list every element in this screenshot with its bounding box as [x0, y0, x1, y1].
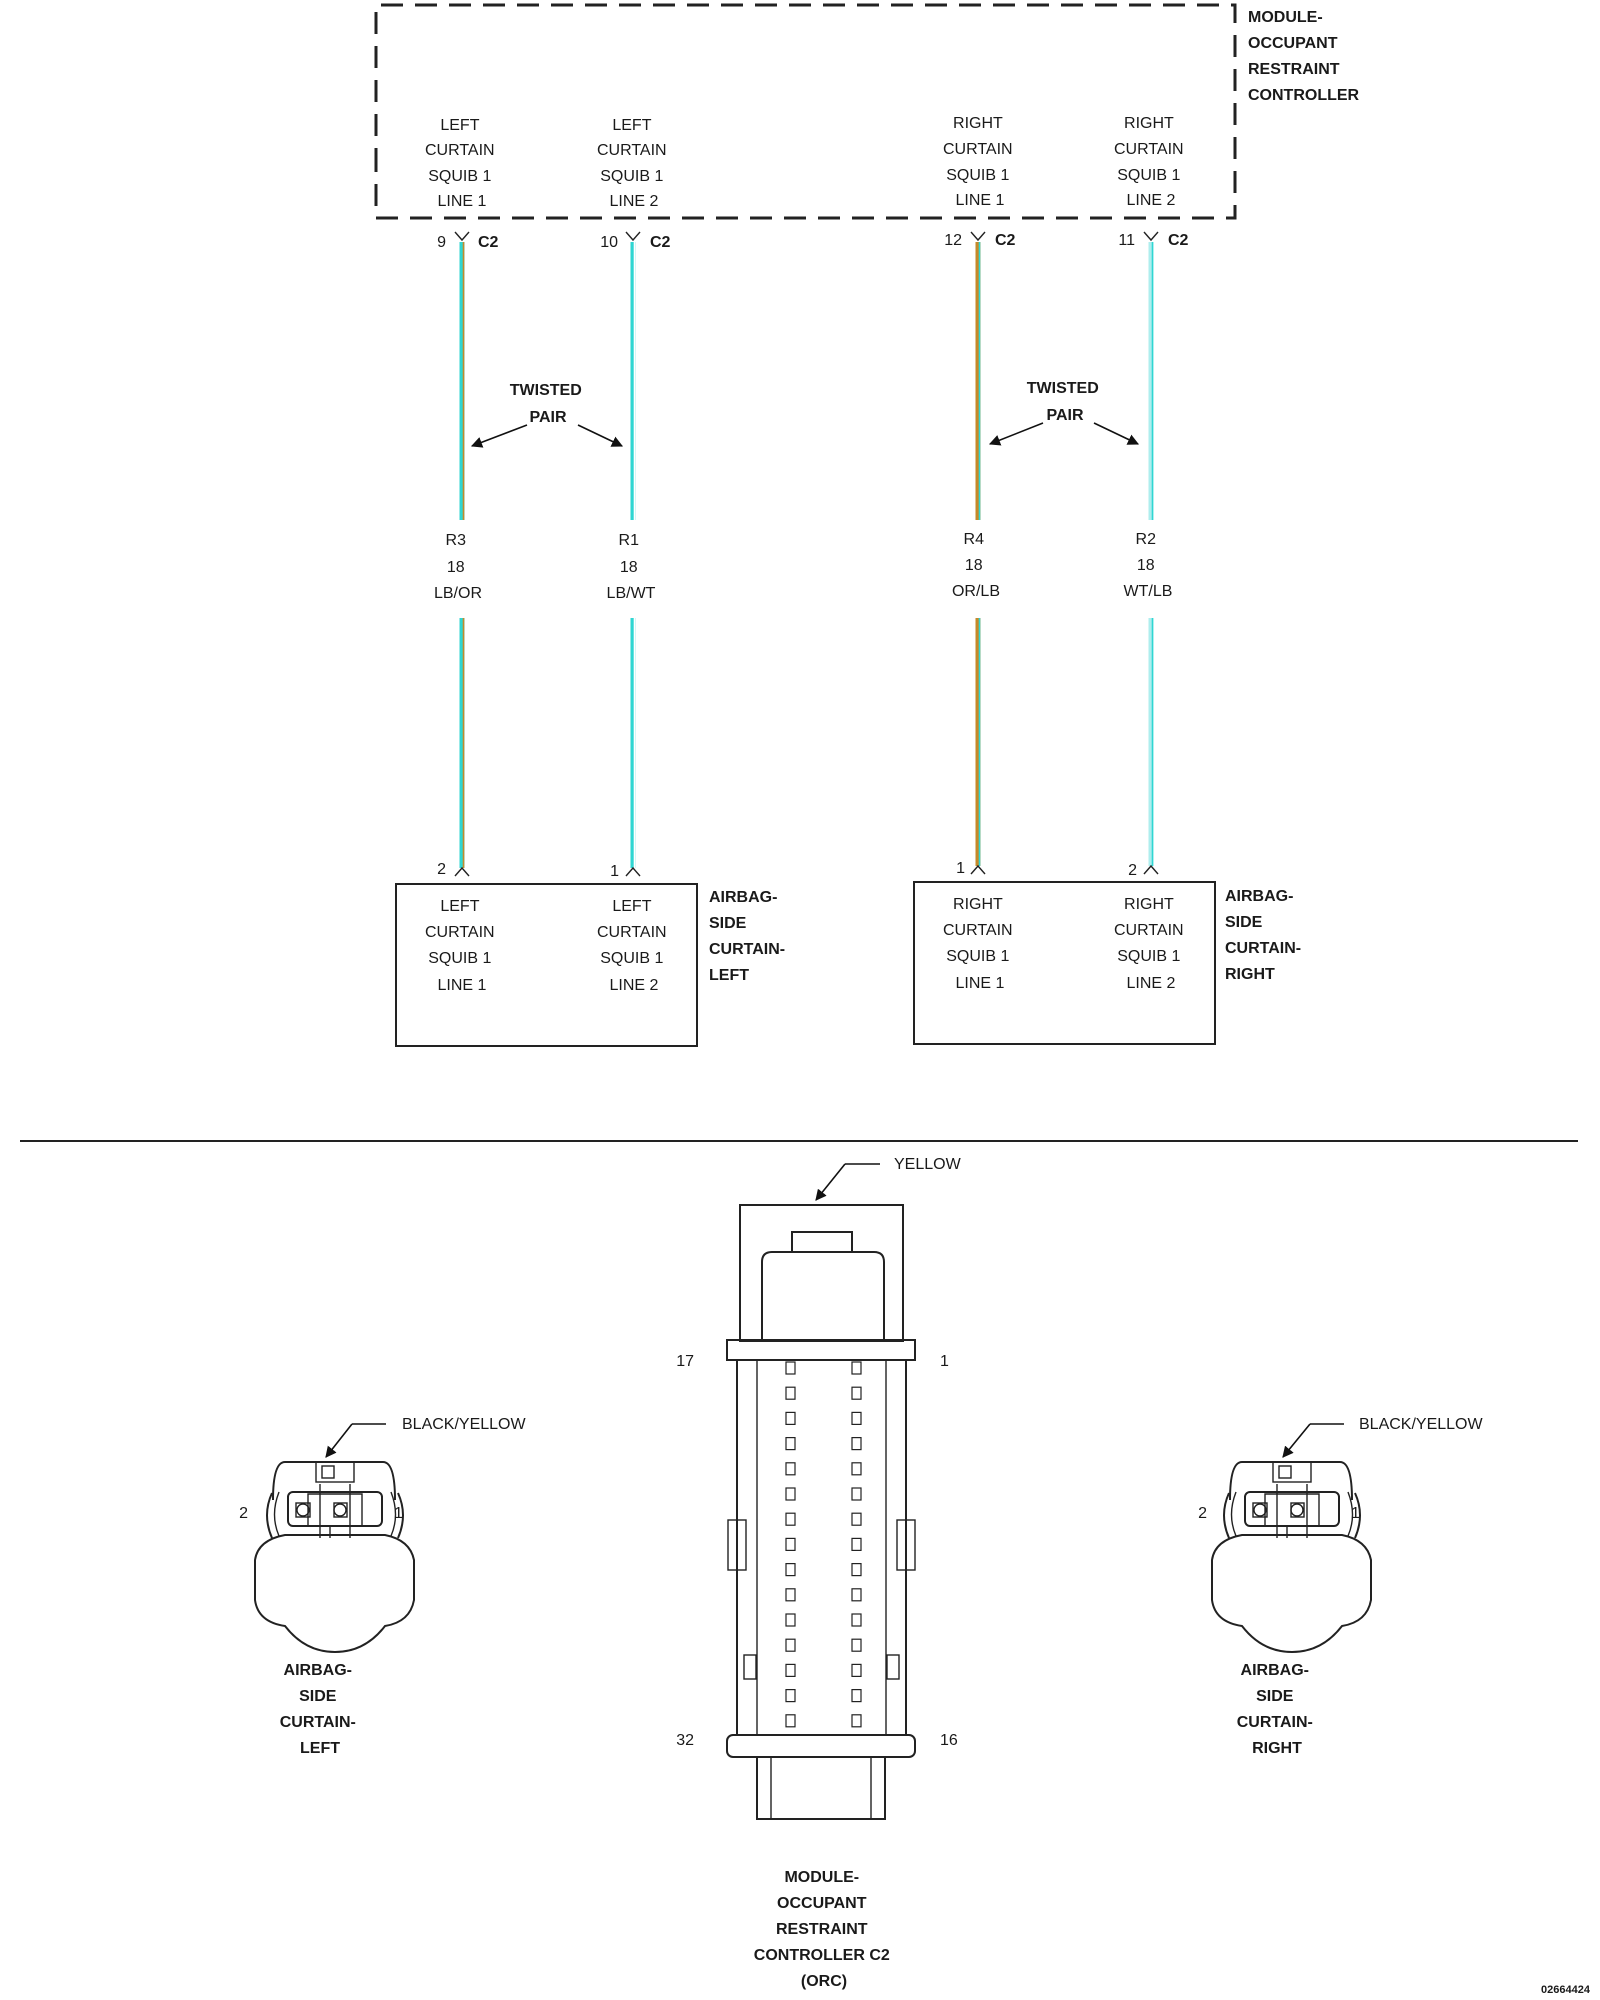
orc-pin-17: 17	[676, 1353, 694, 1370]
orc-pin-cavity	[785, 1462, 796, 1476]
module-pin-11: 11 C2	[1118, 231, 1189, 249]
airbag-left-pin-2: 2	[437, 861, 470, 878]
twisted-pair-left: TWISTED PAIR	[470, 382, 624, 448]
orc-pin-cavity	[851, 1462, 862, 1476]
orc-pin-32: 32	[676, 1732, 694, 1749]
connector-left-pin-2: 2	[239, 1505, 248, 1522]
orc-pin-cavity	[851, 1714, 862, 1728]
orc-pin-cavity	[785, 1663, 796, 1678]
orc-pin-cavity	[785, 1386, 796, 1400]
connector-left-title: AIRBAG- SIDE CURTAIN- LEFT	[280, 1662, 361, 1757]
svg-text:1: 1	[610, 863, 619, 880]
svg-text:TWISTED PAIR: TWISTED PAIR	[1027, 380, 1103, 424]
connector-right-pin-2: 2	[1198, 1505, 1207, 1522]
svg-text:9: 9	[437, 234, 446, 251]
orc-pin-cavity	[785, 1537, 796, 1552]
orc-pin-cavity	[785, 1562, 796, 1577]
connector-left-color-arrow	[325, 1423, 353, 1458]
orc-pin-cavity	[851, 1537, 862, 1552]
orc-pin-cavity	[851, 1588, 862, 1602]
orc-pin-cavity	[785, 1588, 796, 1602]
airbag-side-curtain-left-box	[395, 883, 698, 1047]
airbag-right-label-line2: RIGHT CURTAIN SQUIB 1 LINE 2	[1114, 896, 1188, 992]
svg-text:2: 2	[1128, 862, 1137, 879]
module-pin-label-right-line2: RIGHT CURTAIN SQUIB 1 LINE 2	[1114, 115, 1188, 209]
airbag-left-title: AIRBAG- SIDE CURTAIN- LEFT	[709, 889, 790, 984]
airbag-right-label-line1: RIGHT CURTAIN SQUIB 1 LINE 1	[943, 896, 1017, 992]
orc-pin-cavity	[785, 1688, 796, 1703]
module-pin-label-left-line2: LEFT CURTAIN SQUIB 1 LINE 2	[597, 117, 671, 210]
airbag-right-title: AIRBAG- SIDE CURTAIN- RIGHT	[1225, 888, 1306, 983]
orc-pin-cavity	[785, 1638, 796, 1652]
orc-pin-cavity	[785, 1613, 796, 1627]
orc-pin-cavity	[851, 1613, 862, 1627]
wires	[459, 242, 1154, 868]
module-occupant-restraint-controller-box	[374, 3, 1237, 220]
figure-number: 02664424	[1541, 1984, 1591, 1996]
connector-airbag-side-curtain-right	[1211, 1461, 1372, 1654]
svg-text:12: 12	[944, 232, 962, 249]
orc-color-arrow	[815, 1163, 846, 1201]
module-title: MODULE- OCCUPANT RESTRAINT CONTROLLER	[1248, 9, 1360, 104]
svg-text:1: 1	[956, 860, 965, 877]
connector-module-orc-c2	[726, 1204, 916, 1820]
svg-text:11: 11	[1118, 232, 1135, 249]
connector-right-title: AIRBAG- SIDE CURTAIN- RIGHT	[1237, 1662, 1318, 1757]
svg-text:2: 2	[437, 861, 446, 878]
wire-label-r3: R3 18 LB/OR	[434, 532, 482, 602]
wire-label-r4: R4 18 OR/LB	[952, 531, 1000, 600]
svg-text:TWISTED PAIR: TWISTED PAIR	[510, 382, 586, 426]
orc-connector-color: YELLOW	[894, 1156, 962, 1173]
airbag-right-pin-1: 1	[956, 860, 986, 877]
module-pin-12: 12 C2	[944, 231, 1016, 249]
svg-text:C2: C2	[1168, 232, 1189, 249]
wire-label-r2: R2 18 WT/LB	[1124, 531, 1173, 600]
connector-right-pin-1: 1	[1351, 1505, 1360, 1522]
airbag-left-label-line1: LEFT CURTAIN SQUIB 1 LINE 1	[425, 898, 499, 994]
orc-pin-cavity	[785, 1487, 796, 1501]
connector-right-color: BLACK/YELLOW	[1359, 1416, 1484, 1433]
orc-pin-cavity	[851, 1562, 862, 1577]
orc-pin-cavity	[785, 1436, 796, 1451]
orc-pin-16: 16	[940, 1732, 958, 1749]
orc-pin-cavity	[851, 1361, 862, 1375]
connector-left-pin-1: 1	[394, 1505, 403, 1522]
connector-left-color: BLACK/YELLOW	[402, 1416, 527, 1433]
orc-pin-cavity	[851, 1386, 862, 1400]
orc-pin-cavity	[785, 1361, 796, 1375]
svg-text:10: 10	[600, 234, 618, 251]
orc-pin-cavity	[785, 1411, 796, 1426]
orc-pin-cavity	[851, 1436, 862, 1451]
svg-text:C2: C2	[995, 232, 1016, 249]
orc-pin-cavity	[851, 1411, 862, 1426]
module-pin-label-left-line1: LEFT CURTAIN SQUIB 1 LINE 1	[425, 117, 499, 210]
airbag-side-curtain-right-box	[913, 881, 1216, 1045]
wire-label-r1: R1 18 LB/WT	[607, 532, 656, 602]
airbag-left-pin-1: 1	[610, 863, 641, 880]
orc-pin-cavity	[851, 1663, 862, 1678]
connector-airbag-side-curtain-left	[254, 1461, 415, 1654]
module-pin-9: 9 C2	[437, 231, 499, 251]
twisted-pair-right: TWISTED PAIR	[988, 380, 1140, 446]
airbag-left-label-line2: LEFT CURTAIN SQUIB 1 LINE 2	[597, 898, 671, 994]
module-pin-label-right-line1: RIGHT CURTAIN SQUIB 1 LINE 1	[943, 115, 1017, 209]
orc-pin-cavity	[785, 1714, 796, 1728]
module-pin-10: 10 C2	[600, 231, 671, 251]
airbag-right-pin-2: 2	[1128, 862, 1159, 879]
connector-right-color-arrow	[1282, 1423, 1311, 1458]
svg-text:C2: C2	[650, 234, 671, 251]
orc-pin-cavity	[851, 1638, 862, 1652]
orc-pin-cavity	[851, 1688, 862, 1703]
orc-pin-cavity	[851, 1487, 862, 1501]
orc-pin-cavity	[851, 1512, 862, 1526]
orc-pin-cavity	[785, 1512, 796, 1526]
orc-pin-1: 1	[940, 1353, 949, 1370]
orc-connector-title: MODULE- OCCUPANT RESTRAINT CONTROLLER C2…	[754, 1869, 894, 1990]
svg-text:C2: C2	[478, 234, 499, 251]
